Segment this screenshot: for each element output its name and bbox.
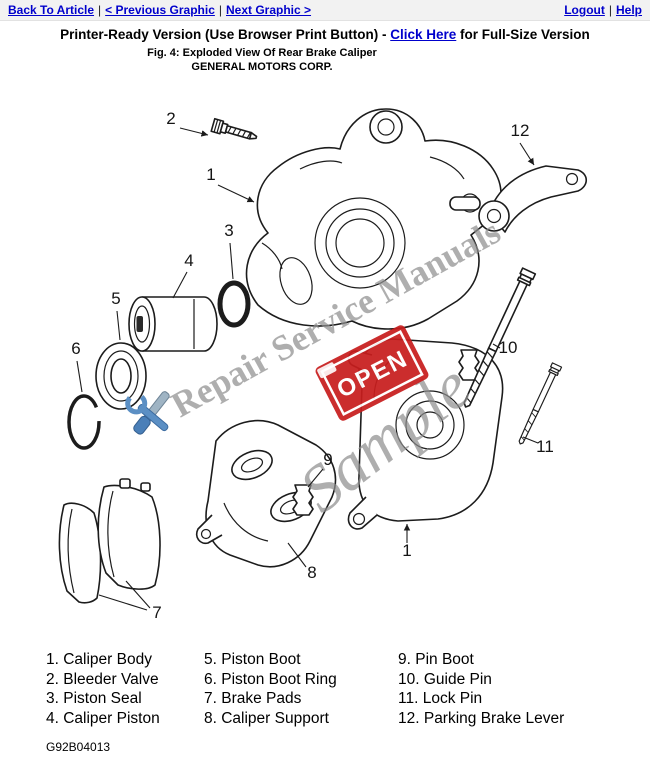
legend-item: 7. Brake Pads: [204, 690, 302, 707]
legend-item: 9. Pin Boot: [398, 651, 474, 668]
next-graphic-link[interactable]: Next Graphic >: [226, 3, 312, 17]
part-brake-pads: [58, 478, 161, 604]
legend-item: 4. Caliper Piston: [46, 709, 160, 727]
legend-item: 10. Guide Pin: [398, 670, 492, 688]
callout-5: 5: [111, 289, 120, 308]
top-navbar: Back To Article|< Previous Graphic|Next …: [0, 0, 650, 21]
diagram-canvas: Repair Service Manuals Sample OPEN: [58, 108, 588, 622]
part-lock-pin: [518, 362, 563, 445]
part-caliper-body: [245, 108, 502, 330]
legend-item: 1. Caliper Body: [46, 651, 152, 668]
printer-text-before: Printer-Ready Version (Use Browser Print…: [60, 27, 391, 42]
part-caliper-piston: [128, 296, 218, 352]
legend-item: 11. Lock Pin: [398, 690, 483, 707]
legend-column-3: 9. Pin Boot 10. Guide Pin 11. Lock Pin 1…: [398, 650, 564, 728]
legend-item: 2. Bleeder Valve: [46, 670, 159, 688]
callout-10: 10: [499, 338, 518, 357]
callout-4: 4: [184, 251, 193, 270]
part-pin-boot: [292, 484, 314, 516]
callout-11: 11: [536, 437, 554, 456]
nav-left-group: Back To Article|< Previous Graphic|Next …: [8, 3, 311, 17]
nav-separator: |: [218, 3, 222, 17]
legend: 1. Caliper Body 2. Bleeder Valve 3. Pist…: [46, 650, 650, 728]
figure-caption: Fig. 4: Exploded View Of Rear Brake Cali…: [147, 47, 377, 59]
legend-column-2: 5. Piston Boot 6. Piston Boot Ring 7. Br…: [204, 650, 398, 728]
callout-12: 12: [511, 121, 530, 140]
nav-right-group: Logout|Help: [564, 3, 642, 17]
part-guide-pin: [463, 267, 537, 408]
legend-item: 3. Piston Seal: [46, 690, 142, 707]
back-to-article-link[interactable]: Back To Article: [8, 3, 95, 17]
part-parking-brake-lever: [478, 165, 588, 233]
part-piston-boot-ring: [67, 394, 101, 450]
legend-column-1: 1. Caliper Body 2. Bleeder Valve 3. Pist…: [46, 650, 204, 728]
part-bleeder-valve: [210, 117, 258, 140]
callouts: 2 1 12 3 4 5 6 7 8 9 10 11 1: [71, 109, 554, 622]
company-name: GENERAL MOTORS CORP.: [191, 61, 333, 73]
nav-separator: |: [608, 3, 612, 17]
legend-item: 8. Caliper Support: [204, 709, 329, 727]
part-piston-seal: [217, 280, 251, 328]
callout-7: 7: [152, 603, 161, 622]
legend-item: 12. Parking Brake Lever: [398, 709, 565, 727]
part-number: G92B04013: [46, 740, 111, 754]
callout-1a: 1: [206, 165, 215, 184]
open-sign: OPEN: [315, 325, 429, 421]
previous-graphic-link[interactable]: < Previous Graphic: [105, 3, 215, 17]
leader-lines: [76, 127, 539, 611]
printer-ready-line: Printer-Ready Version (Use Browser Print…: [0, 27, 650, 42]
callout-6: 6: [71, 339, 80, 358]
logout-link[interactable]: Logout: [564, 3, 605, 17]
callout-9: 9: [323, 450, 332, 469]
figure-captions: Fig. 4: Exploded View Of Rear Brake Cali…: [0, 47, 524, 73]
help-link[interactable]: Help: [615, 3, 642, 17]
part-piston-boot: [95, 342, 147, 410]
printer-text-after: for Full-Size Version: [456, 27, 590, 42]
legend-item: 5. Piston Boot: [204, 651, 301, 668]
nav-separator: |: [98, 3, 102, 17]
full-size-version-link[interactable]: Click Here: [390, 27, 457, 42]
tools-logo-icon: [125, 391, 170, 435]
legend-item: 6. Piston Boot Ring: [204, 670, 337, 688]
callout-3: 3: [224, 221, 233, 240]
callout-1b: 1: [402, 541, 411, 560]
callout-8: 8: [307, 563, 316, 582]
callout-2: 2: [166, 109, 175, 128]
